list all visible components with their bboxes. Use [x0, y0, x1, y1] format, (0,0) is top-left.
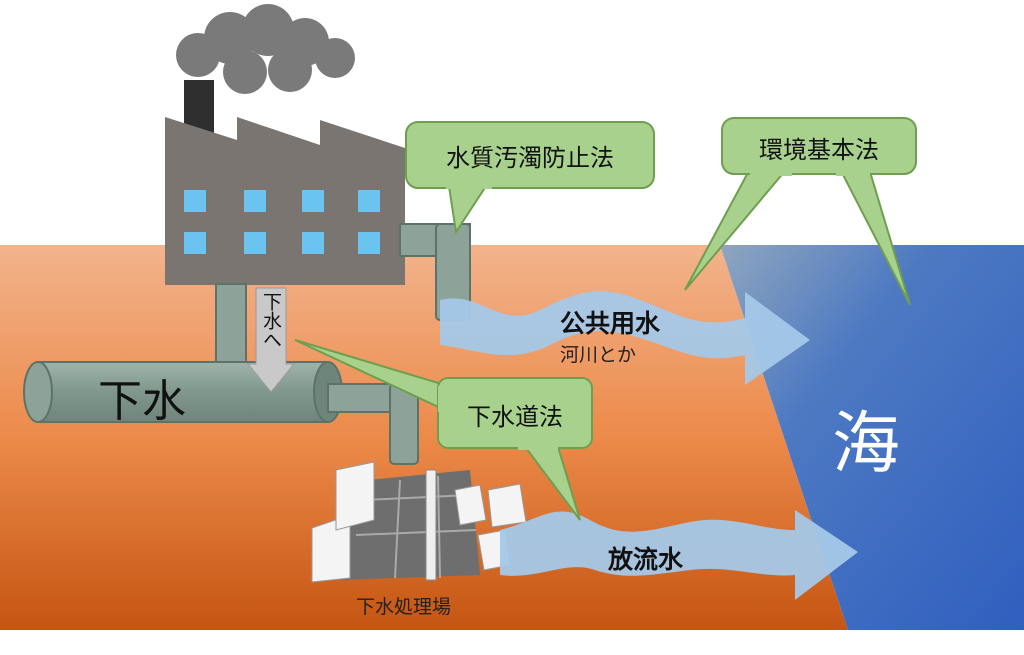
callout-water-pollution — [405, 121, 655, 235]
sea-label: 海 — [832, 405, 901, 484]
water-flow-arrow — [500, 510, 858, 600]
smoke-icon — [176, 4, 355, 94]
callout-environment — [684, 117, 917, 306]
sewerage-law-label: 下水道法 — [467, 403, 563, 431]
factory-icon — [165, 80, 405, 285]
sewer-label: 下水 — [98, 376, 186, 427]
treatment-plant-label: 下水処理場 — [356, 596, 452, 618]
public-water-label: 公共用水 — [560, 309, 661, 338]
down-arrow-icon — [246, 287, 296, 393]
water-pollution-law-label: 水質汚濁防止法 — [446, 144, 614, 172]
callout-sewerage — [294, 339, 593, 521]
discharge-water-label: 放流水 — [608, 545, 684, 574]
water-flow-arrow — [440, 291, 810, 385]
to-sewer-label: 下水へ — [260, 292, 282, 349]
environment-law-label: 環境基本法 — [759, 136, 879, 164]
public-water-sub-label: 河川とか — [560, 344, 637, 366]
